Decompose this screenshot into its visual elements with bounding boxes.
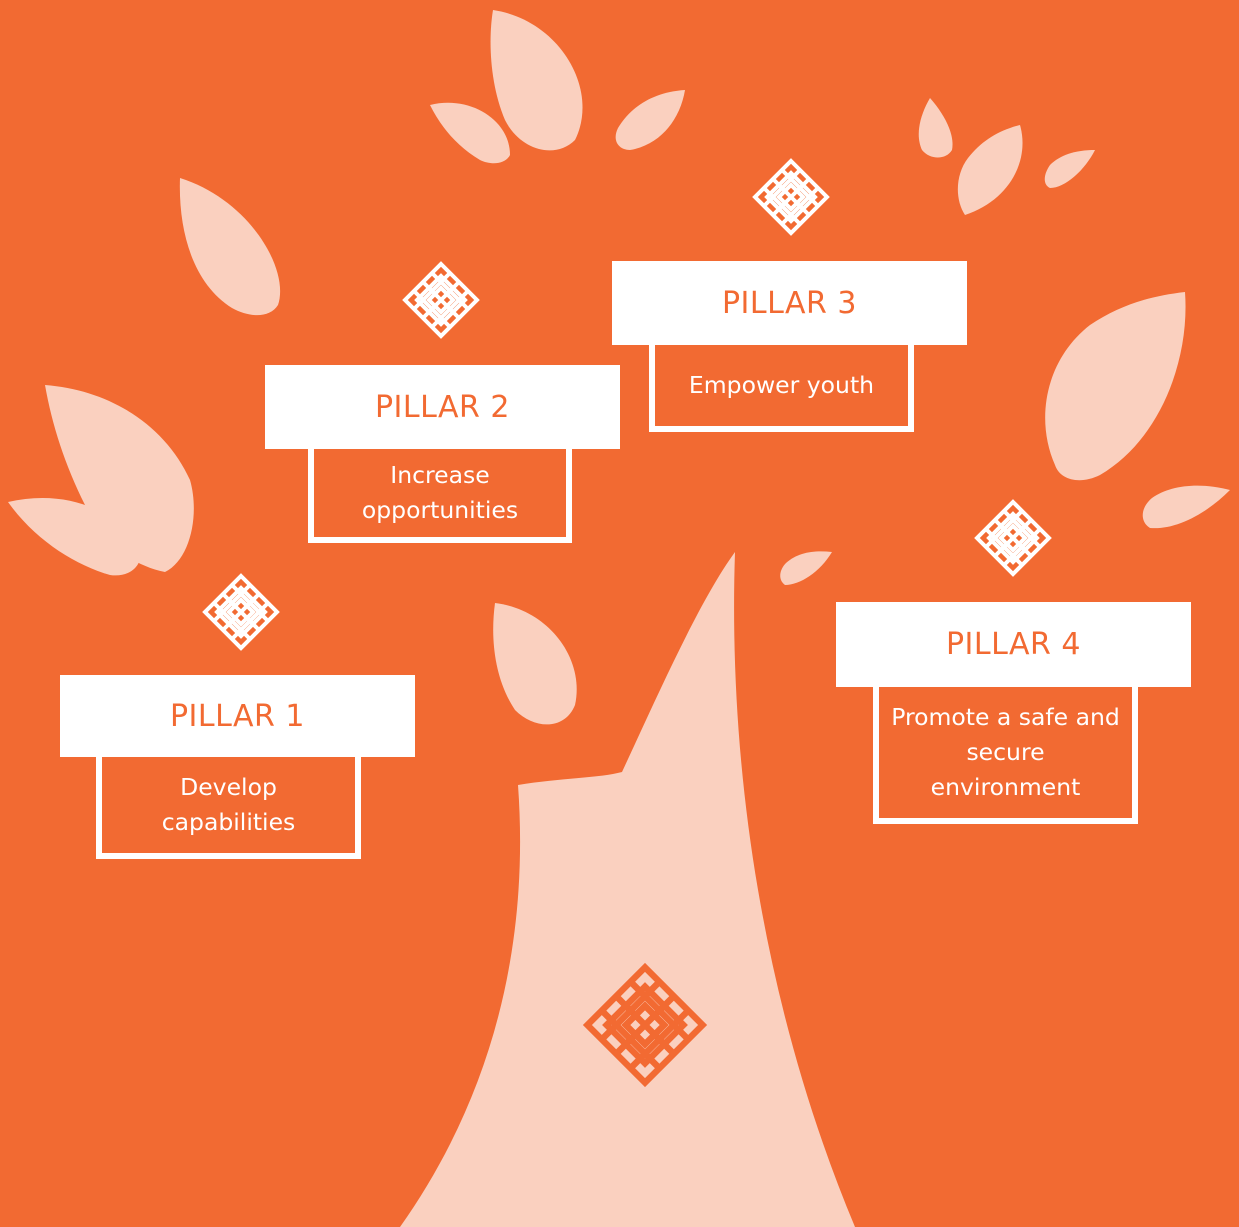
pillar-4-title: PILLAR 4 xyxy=(836,602,1191,687)
pillar-3-title: PILLAR 3 xyxy=(612,261,967,345)
endless-knot-icon xyxy=(403,262,479,338)
tree-trunk xyxy=(400,552,855,1227)
leaf xyxy=(780,551,832,585)
endless-knot-icon xyxy=(975,500,1051,576)
pillar-1-description: Develop capabilities xyxy=(96,757,361,859)
pillar-2-title: PILLAR 2 xyxy=(265,365,620,449)
leaf xyxy=(1045,292,1186,481)
leaf xyxy=(490,10,583,151)
pillar-3-line-1: Empower youth xyxy=(688,371,875,399)
leaf xyxy=(45,385,194,572)
pillar-1-line-2: capabilities xyxy=(161,808,296,836)
leaf xyxy=(8,497,141,576)
leaf xyxy=(1142,485,1230,529)
leaf xyxy=(1044,150,1095,188)
pillar-4-description: Promote a safe and secure environment xyxy=(873,687,1138,824)
leaf xyxy=(615,90,685,150)
leaf xyxy=(493,603,577,725)
endless-knot-icon xyxy=(753,159,829,235)
pillar-2-line-1: Increase xyxy=(390,461,490,489)
pillar-3-description: Empower youth xyxy=(649,345,914,432)
pillar-4-line-3: environment xyxy=(930,773,1081,801)
leaf xyxy=(957,125,1023,215)
endless-knot-icon xyxy=(203,574,279,650)
leaf xyxy=(918,98,953,158)
pillar-2-description: Increase opportunities xyxy=(308,449,572,543)
pillar-2-line-2: opportunities xyxy=(361,496,519,524)
leaf xyxy=(430,102,510,164)
pillar-1-line-1: Develop xyxy=(180,773,277,801)
pillar-1-title: PILLAR 1 xyxy=(60,675,415,757)
pillar-4-line-2: secure xyxy=(966,738,1045,766)
leaf xyxy=(179,178,281,316)
pillar-4-line-1: Promote a safe and xyxy=(891,703,1120,731)
